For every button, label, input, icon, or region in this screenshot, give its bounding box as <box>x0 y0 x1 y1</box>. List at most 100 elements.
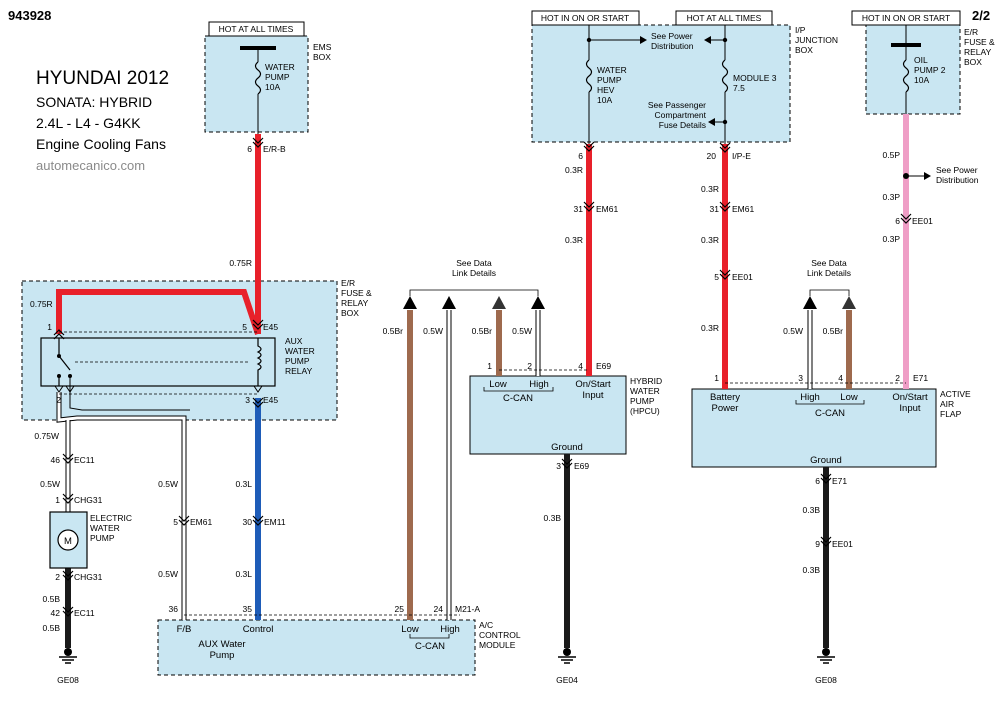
svg-text:EE01: EE01 <box>832 539 853 549</box>
ip-junction-box <box>531 24 791 143</box>
hpcu-high-label: High <box>529 379 549 390</box>
active-air-flap-module <box>691 388 937 468</box>
svg-text:EM11: EM11 <box>264 517 286 527</box>
see-data-link-note: See Data <box>456 258 492 268</box>
ac-high-label: High <box>440 624 460 635</box>
svg-text:4: 4 <box>578 361 583 371</box>
svg-text:0.3R: 0.3R <box>565 235 583 245</box>
see-power-distribution-note: Distribution <box>651 41 694 51</box>
motor-icon <box>57 529 79 551</box>
ground-label: GE04 <box>556 675 578 685</box>
flap-side-label: ACTIVE <box>940 389 971 399</box>
ip-header-on-text: HOT IN ON OR START <box>541 13 629 23</box>
see-passenger-compartment-note: Fuse Details <box>659 120 706 130</box>
svg-text:36: 36 <box>169 604 179 614</box>
svg-text:0.5Br: 0.5Br <box>823 326 843 336</box>
svg-text:9: 9 <box>815 539 820 549</box>
ground-icon <box>58 647 78 664</box>
svg-text:0.75R: 0.75R <box>30 299 53 309</box>
relay-label: PUMP <box>285 356 310 366</box>
er-right-label-2: FUSE & <box>964 37 995 47</box>
fuse-label: PUMP <box>597 75 622 85</box>
svg-text:20: 20 <box>707 151 717 161</box>
svg-text:3: 3 <box>798 373 803 383</box>
er-header-on-text: HOT IN ON OR START <box>862 13 950 23</box>
flap-high-label: High <box>800 392 820 403</box>
flap-input-label: On/Start <box>892 392 928 403</box>
ac-control-module <box>157 619 476 676</box>
svg-text:M21-A: M21-A <box>455 604 480 614</box>
ip-header-hot-text: HOT AT ALL TIMES <box>687 13 762 23</box>
svg-text:25: 25 <box>395 604 405 614</box>
ems-box-label-2: BOX <box>313 52 331 62</box>
motor-symbol: M <box>64 536 72 547</box>
svg-text:1: 1 <box>487 361 492 371</box>
title-block: HYUNDAI 2012 SONATA: HYBRID 2.4L - L4 - … <box>36 68 169 173</box>
see-passenger-compartment-note: See Passenger <box>648 100 706 110</box>
title-model: SONATA: HYBRID <box>36 94 152 110</box>
svg-text:0.5Br: 0.5Br <box>472 326 492 336</box>
ems-busbar <box>240 46 276 50</box>
svg-text:35: 35 <box>243 604 253 614</box>
wire-white-fb <box>56 392 187 620</box>
svg-text:0.75R: 0.75R <box>229 258 252 268</box>
see-data-link-note: See Data <box>811 258 847 268</box>
svg-text:0.3R: 0.3R <box>701 323 719 333</box>
relay-label: RELAY <box>285 366 313 376</box>
svg-text:5: 5 <box>242 322 247 332</box>
ac-aux-label: Pump <box>210 650 235 661</box>
svg-text:31: 31 <box>574 204 584 214</box>
ip-box-label-3: BOX <box>795 45 813 55</box>
er-right-label: E/R <box>964 27 978 37</box>
fuse-label: OIL <box>914 55 928 65</box>
svg-text:6: 6 <box>247 144 252 154</box>
svg-text:0.3B: 0.3B <box>803 565 821 575</box>
flap-side-label: AIR <box>940 399 954 409</box>
svg-text:30: 30 <box>243 517 253 527</box>
wire-labels: 0.75R 0.75R 0.75W 0.5W 0.5B 0.5B 0.5W 0.… <box>30 150 900 633</box>
svg-text:0.3P: 0.3P <box>883 234 901 244</box>
svg-text:E69: E69 <box>574 461 589 471</box>
svg-text:2: 2 <box>55 572 60 582</box>
svg-text:0.5W: 0.5W <box>40 479 60 489</box>
svg-text:0.3R: 0.3R <box>701 235 719 245</box>
er-fuse-box-right <box>865 24 961 115</box>
svg-text:2: 2 <box>56 395 61 405</box>
svg-text:0.5W: 0.5W <box>158 479 178 489</box>
motor-label: ELECTRIC <box>90 513 132 523</box>
see-data-link-note: Link Details <box>807 268 851 278</box>
see-power-distribution-note: See Power <box>936 165 978 175</box>
hpcu-can-label: C-CAN <box>503 393 533 404</box>
aux-water-pump-relay <box>40 337 276 387</box>
ip-box-label: I/P <box>795 25 806 35</box>
svg-text:1: 1 <box>47 322 52 332</box>
fuse-label: 10A <box>914 75 929 85</box>
hpcu-side-label: PUMP <box>630 396 655 406</box>
er-relay-box-label-4: BOX <box>341 308 359 318</box>
fuse-label: WATER <box>265 62 295 72</box>
fuse-label: MODULE 3 <box>733 73 777 83</box>
hpcu-input-label: On/Start <box>575 379 611 390</box>
ground-label: GE08 <box>57 675 79 685</box>
er-relay-box-label: E/R <box>341 278 355 288</box>
ground-label: GE08 <box>815 675 837 685</box>
flap-battery-label: Battery <box>710 392 740 403</box>
svg-text:CHG31: CHG31 <box>74 572 103 582</box>
svg-text:0.3B: 0.3B <box>544 513 562 523</box>
document-id: 943928 <box>8 8 51 23</box>
wire-red-relay-feed <box>56 289 261 335</box>
fuse-label: 10A <box>597 95 612 105</box>
ip-header-hot <box>675 10 773 26</box>
ac-fb-label: F/B <box>177 624 192 635</box>
svg-text:EM61: EM61 <box>732 204 754 214</box>
ac-side-label: A/C <box>479 620 493 630</box>
data-link-arrows <box>403 289 856 309</box>
motor-label: WATER <box>90 523 120 533</box>
svg-text:E71: E71 <box>832 476 847 486</box>
hpcu-low-label: Low <box>489 379 507 390</box>
fuse-label: PUMP 2 <box>914 65 946 75</box>
relay-coil-icon <box>256 338 262 386</box>
svg-text:3: 3 <box>556 461 561 471</box>
svg-text:0.5W: 0.5W <box>423 326 443 336</box>
